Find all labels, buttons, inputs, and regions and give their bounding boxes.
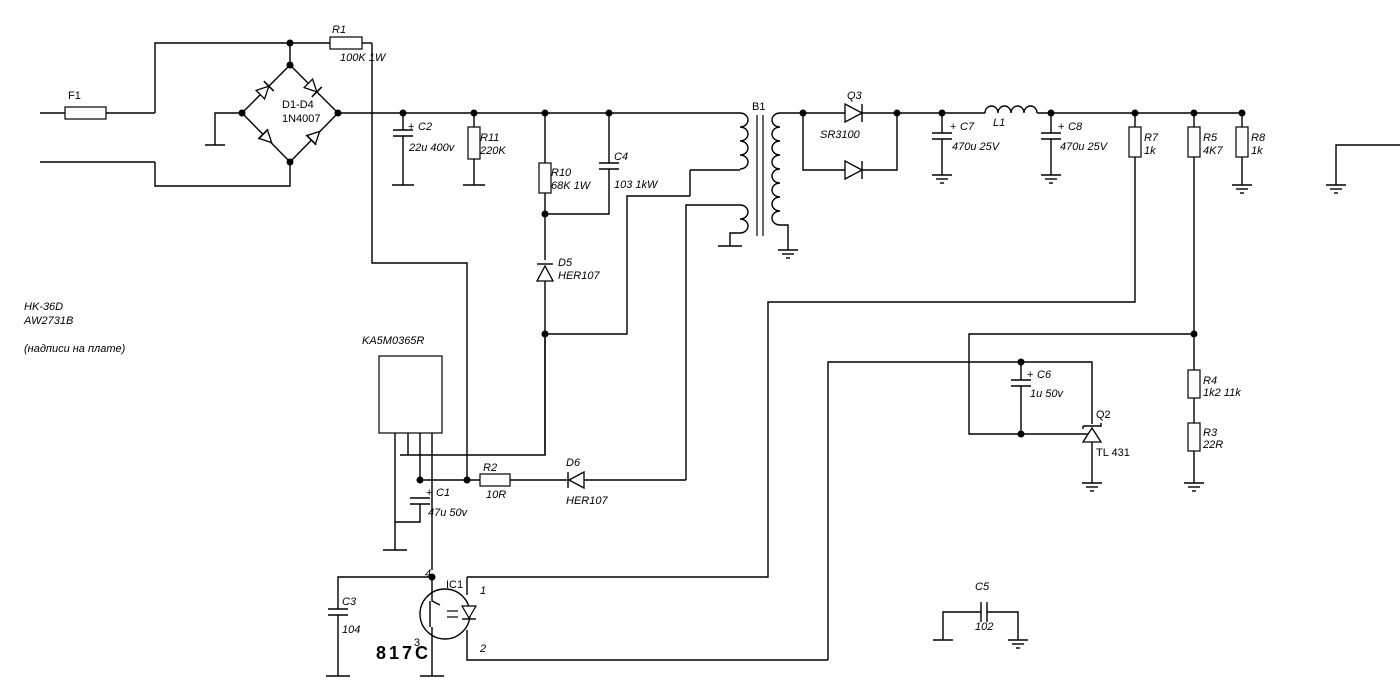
capacitor-c2 (392, 113, 414, 186)
label-c3-value: 104 (342, 624, 360, 636)
label-q3-value: SR3100 (820, 129, 861, 141)
label-r11-value: 220K (479, 145, 506, 157)
capacitor-c4 (599, 113, 619, 170)
label-b1: B1 (752, 101, 765, 113)
note-line3: (надписи на плате) (24, 343, 126, 355)
label-c8-value: 470u 25V (1060, 141, 1109, 153)
fuse-f1 (64, 106, 107, 120)
label-pin4: 4 (425, 568, 431, 580)
label-r8-value: 1k (1251, 145, 1263, 157)
label-d5: D5 (558, 257, 573, 269)
capacitor-c5 (933, 602, 1028, 649)
bridge-rectifier (205, 61, 342, 166)
note-line1: HK-36D (24, 301, 63, 313)
label-plus-c1: + (426, 487, 432, 499)
label-pin2: 2 (479, 643, 486, 655)
label-r5: R5 (1203, 132, 1218, 144)
label-ic: KA5M0365R (362, 335, 424, 347)
label-c2: C2 (418, 121, 432, 133)
label-r10-value: 68K 1W (551, 180, 592, 192)
label-d5-value: HER107 (558, 270, 600, 282)
label-c1-value: 47u 50v (428, 507, 469, 519)
label-r3-value: 22R (1202, 439, 1223, 451)
label-plus-c7: + (950, 121, 956, 133)
label-q2: Q2 (1096, 409, 1111, 421)
resistor-r8 (1200, 109, 1252, 194)
note-line2: AW2731B (23, 315, 73, 327)
label-l1: L1 (993, 117, 1005, 129)
label-d1-value: 1N4007 (282, 113, 321, 125)
mains-input-wiring (40, 42, 468, 480)
label-c4-value: 103 1kW (614, 179, 659, 191)
label-c8: C8 (1068, 121, 1083, 133)
label-plus-c2: + (408, 121, 414, 133)
label-r10: R10 (551, 167, 572, 179)
vcc-feed-r2-d6 (479, 470, 686, 490)
label-pin1: 1 (480, 585, 486, 597)
transformer-b1 (685, 112, 798, 480)
output-ground (1326, 144, 1400, 194)
junction (286, 39, 294, 47)
label-d1: D1-D4 (282, 99, 314, 111)
resistor-r1 (329, 36, 363, 50)
label-r1-value: 100K 1W (340, 52, 387, 64)
label-optocoupler: 817C (376, 643, 431, 663)
label-d6-value: HER107 (566, 495, 608, 507)
label-r4: R4 (1203, 375, 1217, 387)
label-q3: Q3 (847, 90, 863, 102)
hv-bus (338, 109, 740, 117)
ic-ka5m0365r (378, 355, 480, 570)
label-c6-value: 1u 50v (1030, 388, 1065, 400)
label-c6: C6 (1037, 369, 1052, 381)
label-r8: R8 (1251, 132, 1266, 144)
label-c4: C4 (614, 151, 628, 163)
label-c7: C7 (960, 121, 975, 133)
label-pin3: 3 (414, 637, 420, 649)
label-c5-value: 102 (975, 621, 993, 633)
label-c5: C5 (975, 581, 990, 593)
label-plus-c6: + (1027, 369, 1033, 381)
label-c7-value: 470u 25V (952, 141, 1001, 153)
optocoupler-ic1 (419, 577, 828, 677)
label-r2: R2 (483, 462, 497, 474)
capacitor-c8 (1041, 109, 1061, 184)
label-ic1: IC1 (446, 579, 463, 591)
inductor-l1 (984, 104, 1038, 114)
label-c2-value: 22u 400v (408, 142, 456, 154)
label-c1: C1 (436, 487, 450, 499)
snubber-r10-d5 (400, 113, 690, 456)
label-r1: R1 (332, 24, 346, 36)
resistor-r7 (467, 109, 1142, 578)
divider-r5-r4-r3 (1184, 109, 1204, 492)
label-d6: D6 (566, 457, 581, 469)
tl431-feedback (827, 333, 1194, 660)
label-r7-value: 1k (1144, 145, 1156, 157)
resistor-r11 (463, 113, 485, 186)
label-r3: R3 (1203, 427, 1218, 439)
label-q2-value: TL 431 (1096, 447, 1130, 459)
label-c3: C3 (342, 596, 357, 608)
capacitor-c7 (932, 109, 952, 184)
label-r5-value: 4K7 (1203, 145, 1223, 157)
label-r11: R11 (480, 132, 499, 144)
capacitor-c3 (326, 573, 436, 677)
label-r2-value: 10R (486, 489, 506, 501)
label-r7: R7 (1144, 132, 1159, 144)
label-r4-value: 1k2 11k (1203, 387, 1241, 399)
label-plus-c8: + (1058, 121, 1064, 133)
label-f1: F1 (68, 90, 81, 102)
